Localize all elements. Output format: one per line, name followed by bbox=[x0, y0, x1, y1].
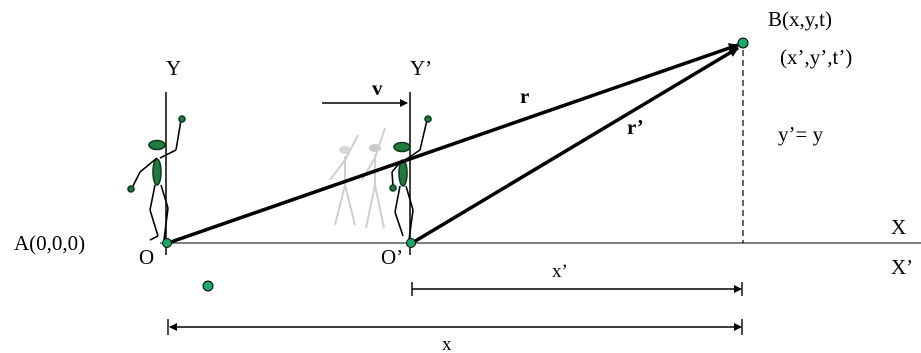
label-point-b: B(x,y,t) bbox=[768, 7, 832, 31]
observer-figure-a bbox=[127, 115, 186, 241]
label-y-axis: Y bbox=[166, 56, 181, 80]
point-o-prime-dot bbox=[406, 238, 416, 248]
label-point-a: A(0,0,0) bbox=[14, 231, 85, 255]
label-velocity: v bbox=[372, 76, 383, 100]
label-origin-o: O bbox=[139, 245, 154, 269]
ghost-figure-2 bbox=[361, 127, 386, 229]
label-distance-x-prime: x’ bbox=[552, 261, 568, 282]
vector-r bbox=[167, 43, 739, 245]
label-origin-o-prime: O’ bbox=[381, 245, 403, 269]
label-point-b-primed: (x’,y’,t’) bbox=[780, 45, 852, 69]
point-b-dot bbox=[737, 37, 749, 49]
label-x-prime-axis: X’ bbox=[891, 255, 913, 279]
label-y-prime-axis: Y’ bbox=[410, 56, 432, 80]
label-x-axis: X bbox=[891, 215, 906, 239]
label-vector-r: r bbox=[520, 84, 529, 108]
point-a-dot bbox=[162, 238, 172, 248]
vector-r-prime bbox=[411, 46, 739, 245]
label-vector-r-prime: r’ bbox=[627, 115, 644, 139]
label-relation: y’= y bbox=[778, 122, 824, 146]
label-distance-x: x bbox=[442, 334, 452, 353]
stray-dot bbox=[202, 280, 214, 292]
